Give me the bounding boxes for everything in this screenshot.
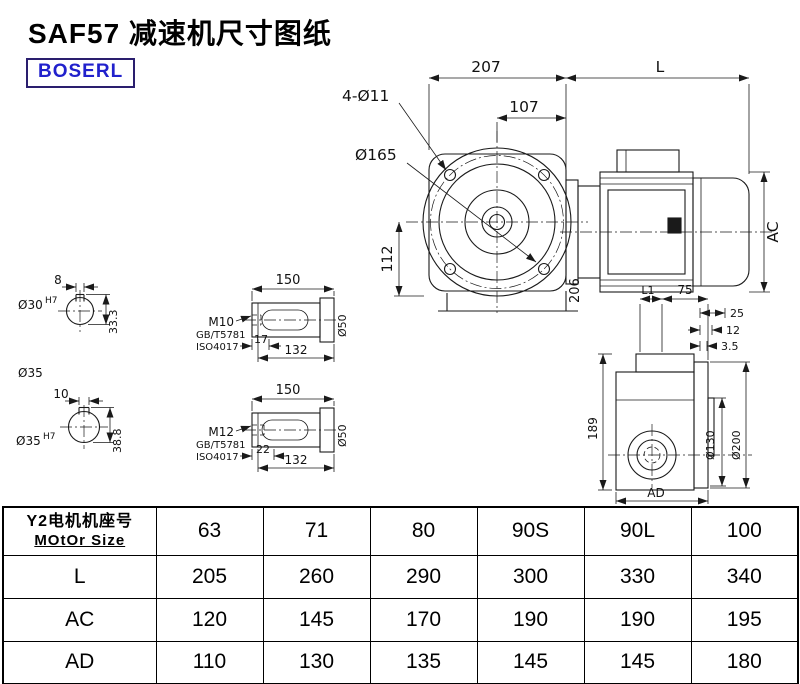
row-label-AD: AD <box>2 640 157 684</box>
standard-iso-label: ISO4017 <box>196 452 239 463</box>
table-row-motor-size: Y2电机机座号 MOtOr Size 63 71 80 90S 90L 100 <box>2 506 799 556</box>
shaft-bore-section-2: 10 Ø35 H7 38.8 <box>16 387 124 453</box>
table-cell: 180 <box>690 640 799 684</box>
motor-size-value: 80 <box>369 506 478 556</box>
dimension-table: Y2电机机座号 MOtOr Size 63 71 80 90S 90L 100 … <box>2 506 799 684</box>
dim-key-width-10: 10 <box>53 387 68 401</box>
row-label-L: L <box>2 554 157 599</box>
table-cell: 110 <box>155 640 264 684</box>
dim-O130: Ø130 <box>704 430 717 460</box>
dim-206: 206 <box>568 278 583 303</box>
motor-size-value: 90L <box>583 506 692 556</box>
table-row-L: L 205 260 290 300 330 340 <box>2 554 799 599</box>
motor-size-value: 63 <box>155 506 264 556</box>
dim-bore-O30: Ø30 <box>18 298 43 312</box>
table-cell: 190 <box>583 597 692 642</box>
motor-size-header-cell: Y2电机机座号 MOtOr Size <box>2 506 157 556</box>
table-cell: 170 <box>369 597 478 642</box>
dim-thread-depth-22: 22 <box>256 443 270 456</box>
dim-dia-O50: Ø50 <box>336 424 349 447</box>
dim-207: 207 <box>471 58 501 76</box>
motor-size-value: 71 <box>262 506 371 556</box>
table-row-AC: AC 120 145 170 190 190 195 <box>2 597 799 642</box>
dim-dia-O50: Ø50 <box>336 314 349 337</box>
bore-tolerance-H7: H7 <box>45 296 58 306</box>
standard-gb-label: GB/T5781 <box>196 440 246 451</box>
dim-75: 75 <box>677 283 692 297</box>
table-cell: 330 <box>583 554 692 599</box>
technical-drawing: 207 L 107 4-Ø11 Ø165 112 AC 206 <box>16 58 782 505</box>
motor-size-value: 100 <box>690 506 799 556</box>
motor-size-label-cn: Y2电机机座号 <box>26 513 134 531</box>
page-title: SAF57 减速机尺寸图纸 <box>28 18 332 49</box>
table-cell: 260 <box>262 554 371 599</box>
dim-length-150: 150 <box>276 273 301 288</box>
output-shaft-detail-2: 150 M12 GB/T5781 ISO4017 22 132 Ø50 <box>196 383 349 472</box>
table-cell: 145 <box>262 597 371 642</box>
dim-112: 112 <box>380 246 396 273</box>
dim-body-132: 132 <box>285 343 308 357</box>
motor-size-label-en: MOtOr Size <box>34 532 126 550</box>
dim-key-width-8: 8 <box>54 273 62 287</box>
table-cell: 205 <box>155 554 264 599</box>
label-O35: Ø35 <box>18 366 43 380</box>
dim-length-150: 150 <box>276 383 301 398</box>
dim-12: 12 <box>726 324 740 337</box>
table-cell: 135 <box>369 640 478 684</box>
row-label-AC: AC <box>2 597 157 642</box>
motor-size-value: 90S <box>476 506 585 556</box>
output-shaft-detail-1: 150 M10 GB/T5781 ISO4017 17 132 Ø50 <box>196 273 349 362</box>
dim-O200: Ø200 <box>730 430 743 460</box>
thread-label-M12: M12 <box>208 425 234 439</box>
dim-bore-O35: Ø35 <box>16 434 41 448</box>
dim-key-height-33-3: 33.3 <box>107 310 120 335</box>
dim-AD: AD <box>647 486 664 500</box>
table-cell: 190 <box>476 597 585 642</box>
table-cell: 130 <box>262 640 371 684</box>
dim-25: 25 <box>730 307 744 320</box>
main-view-front: 207 L 107 4-Ø11 Ø165 112 AC 206 <box>342 58 782 313</box>
table-cell: 300 <box>476 554 585 599</box>
dim-L: L <box>656 58 665 76</box>
dim-4xO11: 4-Ø11 <box>342 87 389 105</box>
dim-O165: Ø165 <box>355 146 397 164</box>
table-cell: 145 <box>583 640 692 684</box>
standard-gb-label: GB/T5781 <box>196 330 246 341</box>
dim-107: 107 <box>509 98 539 116</box>
table-cell: 195 <box>690 597 799 642</box>
dim-AC: AC <box>764 221 782 242</box>
thread-label-M10: M10 <box>208 315 234 329</box>
table-cell: 120 <box>155 597 264 642</box>
dim-189: 189 <box>586 417 600 440</box>
dim-3-5: 3.5 <box>721 340 739 353</box>
brand-logo: BOSERL <box>26 58 136 88</box>
table-cell: 290 <box>369 554 478 599</box>
side-view: L1 75 25 12 3.5 <box>586 283 752 505</box>
bore-tolerance-H7: H7 <box>43 432 56 442</box>
table-cell: 145 <box>476 640 585 684</box>
dim-thread-depth-17: 17 <box>254 333 268 346</box>
table-cell: 340 <box>690 554 799 599</box>
dim-key-height-38-8: 38.8 <box>111 429 124 454</box>
dim-body-132: 132 <box>285 453 308 467</box>
shaft-bore-section-1: 8 Ø30 H7 33.3 <box>18 273 120 334</box>
table-row-AD: AD 110 130 135 145 145 180 <box>2 640 799 684</box>
dim-L1: L1 <box>641 284 654 297</box>
standard-iso-label: ISO4017 <box>196 342 239 353</box>
